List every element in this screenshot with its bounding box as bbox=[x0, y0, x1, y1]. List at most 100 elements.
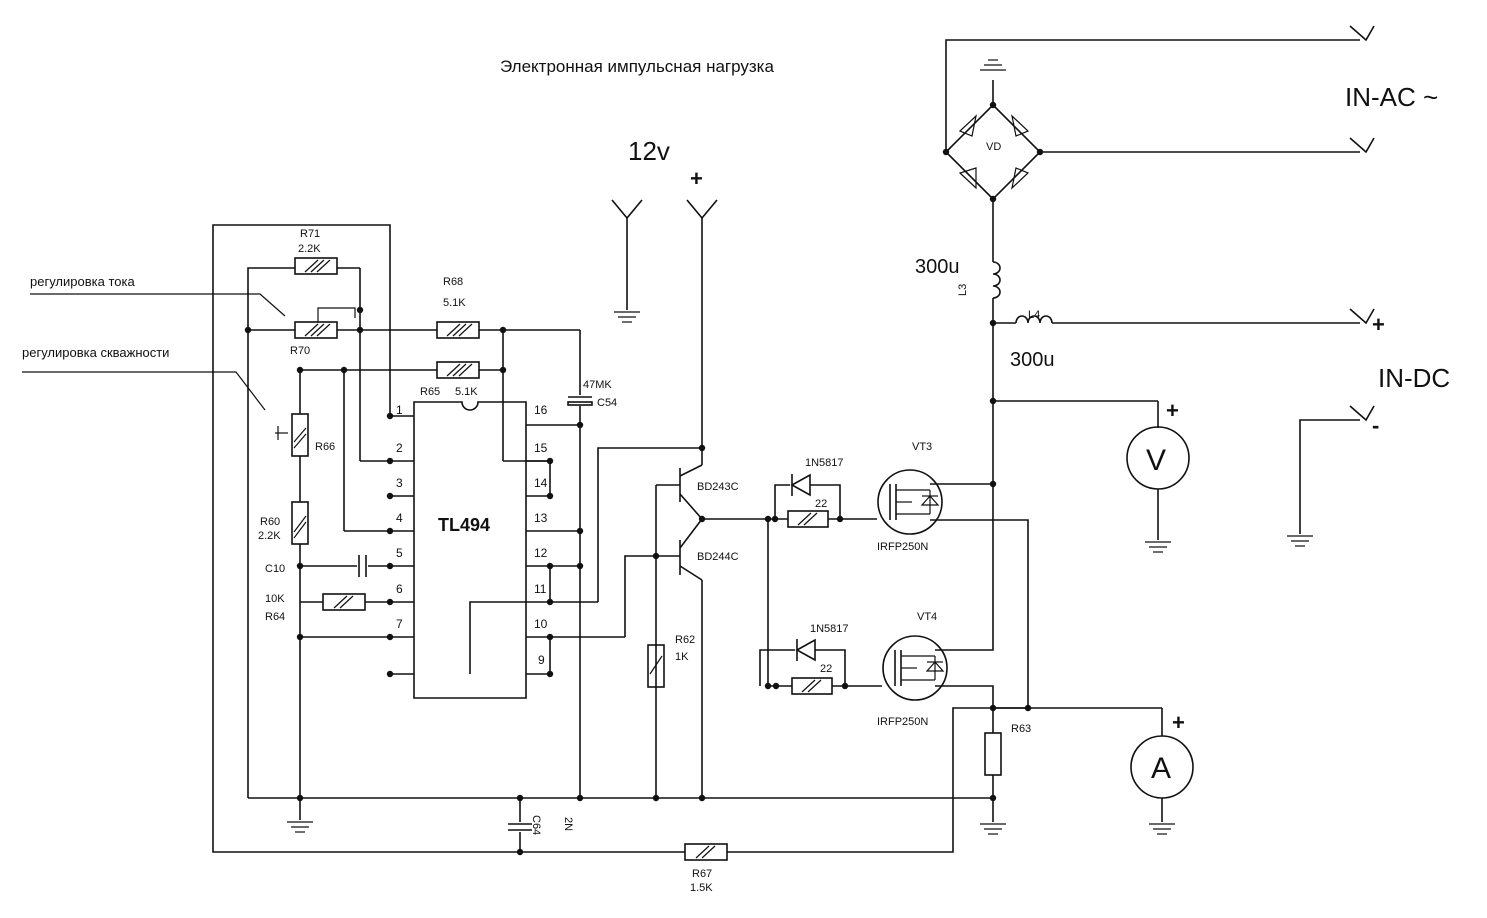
ac-input-label: IN-AC ~ bbox=[1345, 82, 1438, 112]
ic-pin-3: 3 bbox=[396, 476, 403, 490]
l3-value: 300u bbox=[915, 256, 960, 278]
vt4-label: VT4 bbox=[917, 611, 937, 623]
resistor-r64 bbox=[322, 593, 366, 611]
wire-ac-input-1 bbox=[945, 39, 1360, 152]
r64-label: R64 bbox=[265, 611, 285, 623]
c64-label: C64 bbox=[530, 815, 542, 835]
ic-pin-14: 14 bbox=[534, 476, 548, 490]
ammeter-plus: + bbox=[1172, 710, 1185, 735]
r65-value: 5.1K bbox=[455, 386, 478, 398]
c10-label: C10 bbox=[265, 563, 285, 575]
current-control-label: регулировка тока bbox=[30, 274, 135, 289]
resistor-r63 bbox=[984, 732, 1002, 776]
resistor-r67 bbox=[684, 843, 728, 861]
duty-control-label: регулировка скважности bbox=[22, 345, 169, 360]
duty-control-leader bbox=[22, 371, 266, 411]
l4-label: L4 bbox=[1028, 309, 1040, 321]
voltmeter: V bbox=[1126, 426, 1190, 490]
transistor-bd243c bbox=[656, 464, 703, 520]
c64-value: 2N bbox=[562, 817, 574, 831]
vt3-label: VT3 bbox=[912, 441, 932, 453]
r60-value: 2.2K bbox=[258, 530, 281, 542]
r68-value: 5.1K bbox=[443, 297, 466, 309]
bd244c-label: BD244C bbox=[697, 551, 739, 563]
r60-label: R60 bbox=[260, 516, 280, 528]
mosfet-top-label: IRFP250N bbox=[877, 541, 928, 553]
supply-plus-terminal bbox=[686, 199, 718, 465]
ic-pin-11: 11 bbox=[534, 582, 547, 596]
ic-pin-13: 13 bbox=[534, 511, 548, 525]
ic-pin-7: 7 bbox=[396, 617, 403, 631]
ic-pin-15: 15 bbox=[534, 441, 548, 455]
dc-minus-terminal bbox=[1286, 405, 1375, 547]
diagram-title: Электронная импульсная нагрузка bbox=[500, 57, 774, 76]
r70-label: R70 bbox=[290, 345, 310, 357]
junction-dots bbox=[244, 101, 1044, 856]
ic-pin-6: 6 bbox=[396, 582, 403, 596]
dc-plus-label: + bbox=[1372, 312, 1385, 337]
rg2-value: 22 bbox=[820, 663, 832, 675]
capacitor-c10 bbox=[358, 555, 367, 577]
diode-1n5817-top bbox=[790, 473, 811, 497]
r62-value: 1K bbox=[675, 651, 689, 663]
r63-label: R63 bbox=[1011, 723, 1031, 735]
ammeter-symbol: A bbox=[1151, 752, 1171, 785]
current-control-leader bbox=[30, 293, 286, 317]
voltmeter-plus: + bbox=[1166, 398, 1179, 423]
ic-pin-4: 4 bbox=[396, 511, 403, 525]
ammeter: A bbox=[1130, 735, 1194, 799]
ic-pin-9: 9 bbox=[538, 653, 545, 667]
potentiometer-r66 bbox=[275, 413, 309, 457]
mosfet-vt4 bbox=[882, 635, 948, 701]
mosfet-vt3 bbox=[877, 469, 943, 535]
supply-voltage-label: 12v bbox=[628, 136, 670, 166]
ic-pin-16: 16 bbox=[534, 403, 548, 417]
supply-ground-terminal bbox=[611, 199, 643, 323]
r67-label: R67 bbox=[692, 868, 712, 880]
r71-label: R71 bbox=[300, 228, 320, 240]
wire-feedback-return bbox=[727, 707, 1028, 853]
diode-top-label: 1N5817 bbox=[805, 457, 844, 469]
r68-label: R68 bbox=[443, 276, 463, 288]
ic-pin-5: 5 bbox=[396, 546, 403, 560]
resistor-r68 bbox=[436, 321, 480, 339]
ic-pin-12: 12 bbox=[534, 546, 548, 560]
resistor-r60 bbox=[291, 501, 309, 545]
r64-value: 10K bbox=[265, 593, 285, 605]
ic-tl494: TL494 bbox=[413, 401, 527, 699]
r65-label: R65 bbox=[420, 386, 440, 398]
wire-left-bus bbox=[247, 267, 295, 330]
supply-plus-label: + bbox=[690, 166, 703, 191]
capacitor-c64 bbox=[508, 823, 532, 831]
r62-label: R62 bbox=[675, 634, 695, 646]
l4-value: 300u bbox=[1010, 349, 1055, 371]
mosfet-bottom-label: IRFP250N bbox=[877, 716, 928, 728]
c54-label: C54 bbox=[597, 397, 617, 409]
r66-label: R66 bbox=[315, 441, 335, 453]
ic-pin-10: 10 bbox=[534, 617, 548, 631]
voltmeter-symbol: V bbox=[1146, 444, 1166, 477]
inductor-l4 bbox=[1015, 315, 1053, 324]
wire-feedback-loop bbox=[212, 224, 685, 853]
bd243c-label: BD243C bbox=[697, 481, 739, 493]
r71-value: 2.2K bbox=[298, 243, 321, 255]
diode-bottom-label: 1N5817 bbox=[810, 623, 849, 635]
rg1-value: 22 bbox=[815, 498, 827, 510]
ic-pin-2: 2 bbox=[396, 441, 403, 455]
ic-pin-1: 1 bbox=[396, 403, 403, 417]
resistor-r62 bbox=[647, 644, 665, 688]
l3-label: L3 bbox=[957, 284, 969, 296]
resistor-r65 bbox=[436, 361, 480, 379]
bridge-label: VD bbox=[986, 141, 1001, 153]
dc-minus-label: - bbox=[1372, 413, 1379, 438]
bridge-rectifier-vd: VD bbox=[944, 103, 1042, 201]
resistor-rg2 bbox=[791, 677, 833, 695]
diode-1n5817-bottom bbox=[795, 638, 816, 662]
resistor-r71 bbox=[294, 257, 338, 275]
potentiometer-r70 bbox=[294, 307, 356, 339]
ic-name: TL494 bbox=[438, 515, 490, 535]
dc-input-label: IN-DC bbox=[1378, 363, 1450, 393]
inductor-l3 bbox=[992, 261, 1001, 299]
c54-value: 47MK bbox=[583, 379, 612, 391]
